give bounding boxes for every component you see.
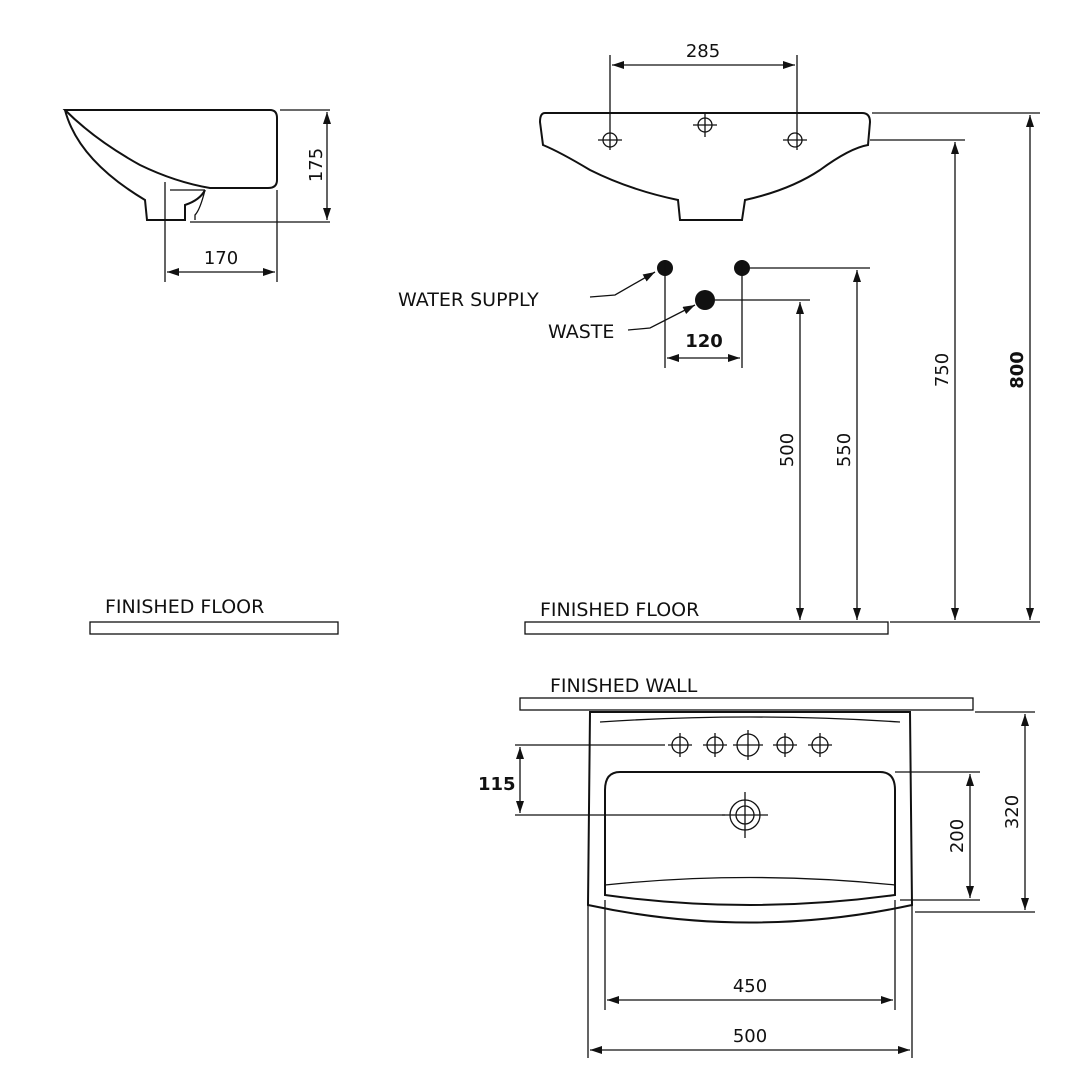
waste-point	[695, 290, 715, 310]
dimension-450: 450	[733, 976, 767, 997]
dimension-500-height: 500	[777, 433, 798, 467]
dimension-285: 285	[686, 41, 720, 62]
dimension-120: 120	[685, 331, 723, 352]
dimension-320: 320	[1002, 795, 1023, 829]
dimension-500-width: 500	[733, 1026, 767, 1047]
side-view: 175 170	[62, 109, 331, 282]
tap-holes-top	[668, 730, 832, 760]
drain	[722, 792, 768, 838]
dimension-800: 800	[1007, 351, 1028, 389]
finished-wall	[519, 697, 974, 711]
finished-floor-right-label: FINISHED FLOOR	[540, 599, 699, 621]
finished-floor-right	[524, 621, 889, 635]
dimension-750: 750	[932, 353, 953, 387]
dimension-175: 175	[306, 148, 327, 182]
top-view: FINISHED WALL 115 200 320 450	[478, 675, 1035, 1058]
tap-holes-front	[598, 113, 807, 148]
dimension-550: 550	[834, 433, 855, 467]
finished-wall-label: FINISHED WALL	[550, 675, 698, 697]
finished-floor-left-label: FINISHED FLOOR	[105, 596, 264, 618]
waste-label: WASTE	[548, 321, 614, 343]
finished-floor-left	[89, 621, 339, 635]
front-view: 285 120 WATER SUPPLY WASTE 500 550 750 8…	[398, 41, 1040, 623]
dimension-115: 115	[478, 774, 516, 795]
dimension-170: 170	[204, 248, 238, 269]
dimension-200: 200	[947, 819, 968, 853]
water-supply-label: WATER SUPPLY	[398, 289, 539, 311]
